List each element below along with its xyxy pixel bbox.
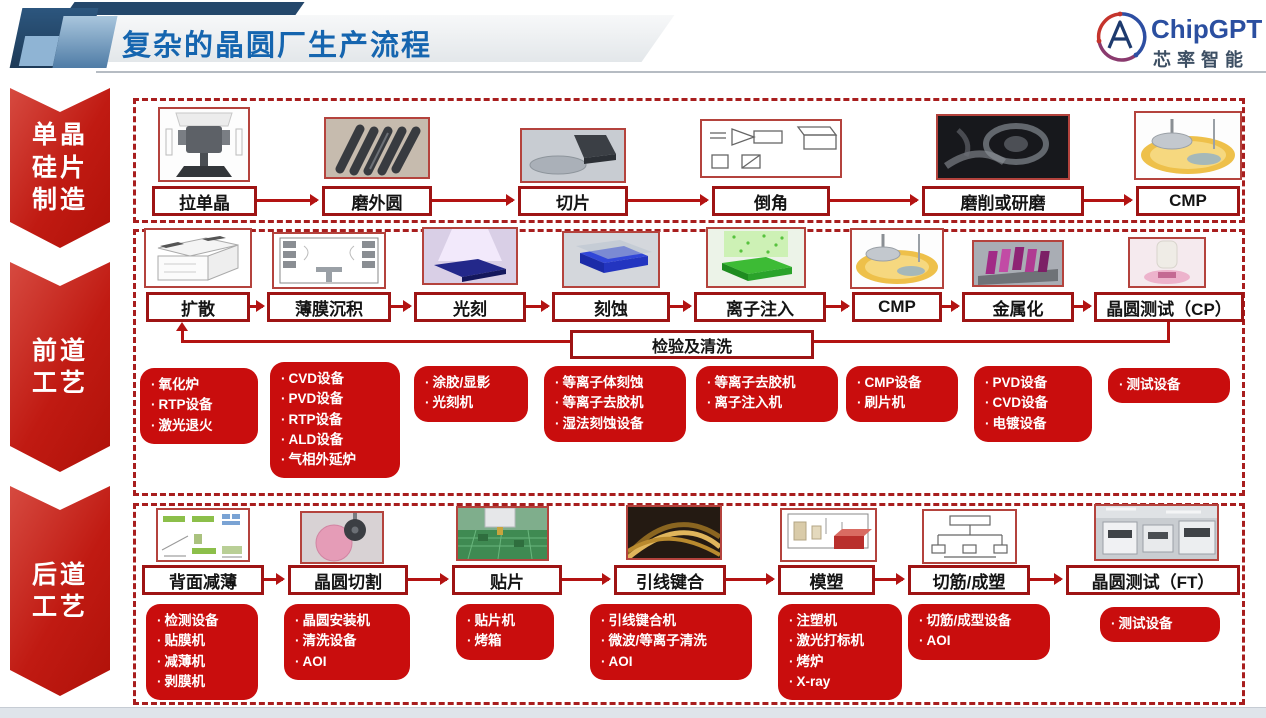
section-front-end	[133, 229, 1245, 496]
equipment-cp-test: 测试设备	[1108, 368, 1230, 404]
inspection-clean-box: 检验及清洗	[570, 330, 814, 359]
step-cmp-1: CMP	[1136, 186, 1240, 216]
flow-arrow	[432, 194, 515, 206]
step-ion-implantation: 离子注入	[694, 292, 826, 322]
flow-arrow	[391, 300, 412, 312]
step-wafer-dicing: 晶圆切割	[288, 565, 408, 595]
flow-arrow	[264, 573, 285, 585]
step-outer-grinding: 磨外圆	[322, 186, 432, 216]
flow-arrow	[1030, 573, 1063, 585]
step-grind-or-lap: 磨削或研磨	[922, 186, 1084, 216]
flow-arrow	[526, 300, 550, 312]
step-pull-single-crystal: 拉单晶	[152, 186, 257, 216]
flow-arrow	[250, 300, 265, 312]
step-etching: 刻蚀	[552, 292, 670, 322]
step-wafer-test-ft: 晶圆测试（FT）	[1066, 565, 1240, 595]
equipment-diffusion: 氧化炉 RTP设备 激光退火	[140, 368, 258, 444]
header-deco-navy-band	[65, 2, 305, 15]
flow-arrow	[875, 573, 905, 585]
equipment-lithography: 涂胶/显影 光刻机	[414, 366, 528, 422]
backgrind-diagram-image	[156, 508, 250, 562]
header-rule	[96, 71, 1266, 73]
flow-arrow	[257, 194, 319, 206]
ft-test-floor-image	[1094, 504, 1219, 561]
equipment-die-attach: 贴片机 烤箱	[456, 604, 554, 660]
flow-arrow	[830, 194, 919, 206]
equipment-cmp: CMP设备 刷片机	[846, 366, 958, 422]
step-diffusion: 扩散	[146, 292, 250, 322]
lapping-machine-image	[936, 114, 1070, 180]
crystal-puller-image	[158, 107, 250, 182]
loop-line-left	[181, 340, 570, 343]
etching-image	[562, 231, 660, 288]
wire-bonding-image	[626, 505, 722, 560]
lithography-image	[422, 227, 518, 285]
flow-arrow	[1084, 194, 1133, 206]
chipgpt-logo-icon	[1096, 11, 1147, 62]
brand-tagline: 芯率智能	[1153, 50, 1249, 70]
step-cmp-2: CMP	[852, 292, 942, 322]
step-die-attach: 贴片	[452, 565, 562, 595]
page-title: 复杂的晶圆厂生产流程	[122, 30, 433, 62]
stage-chevron-back-end: 后道 工艺	[10, 486, 110, 696]
equipment-dicing: 晶圆安装机 清洗设备 AOI	[284, 604, 410, 680]
bottom-edge-strip	[0, 707, 1266, 718]
diffusion-diagram-image	[144, 228, 252, 288]
ion-implant-image	[706, 227, 806, 288]
step-thin-film-deposition: 薄膜沉积	[267, 292, 391, 322]
equipment-trim-form: 切筋/成型设备 AOI	[908, 604, 1050, 660]
metallization-image	[972, 240, 1064, 287]
equipment-implant: 等离子去胶机 离子注入机	[696, 366, 838, 422]
equipment-wire-bonding: 引线键合机 微波/等离子清洗 AOI	[590, 604, 752, 680]
flow-arrow	[1074, 300, 1092, 312]
step-chamfer: 倒角	[712, 186, 830, 216]
flow-arrow	[942, 300, 960, 312]
section-back-end	[133, 503, 1245, 705]
loop-line-up	[181, 330, 184, 343]
loop-line-down	[1167, 322, 1170, 343]
die-attach-image	[456, 506, 549, 561]
flow-arrow	[670, 300, 692, 312]
flow-arrow	[726, 573, 775, 585]
header-deco-blue-block	[52, 16, 118, 68]
equipment-backgrinding: 检测设备 贴膜机 减薄机 剥膜机	[146, 604, 258, 700]
step-wafer-test-cp: 晶圆测试（CP）	[1094, 292, 1244, 322]
flow-arrow	[826, 300, 850, 312]
ingot-grinding-image	[324, 117, 430, 179]
loop-arrowhead-up	[176, 322, 188, 331]
step-trim-form: 切筋/成塑	[908, 565, 1030, 595]
wafer-slicing-image	[520, 128, 626, 183]
step-slicing: 切片	[518, 186, 628, 216]
equipment-molding: 注塑机 激光打标机 烤炉 X-ray	[778, 604, 902, 700]
molding-diagram-image	[780, 508, 877, 562]
chipgpt-logo: ChipGPT 芯率智能	[1093, 10, 1262, 72]
brand-name: ChipGPT	[1151, 14, 1263, 44]
flow-arrow	[408, 573, 449, 585]
stage-chevron-front-end: 前道 工艺	[10, 262, 110, 472]
equipment-deposition: CVD设备 PVD设备 RTP设备 ALD设备 气相外延炉	[270, 362, 400, 479]
equipment-etching: 等离子体刻蚀 等离子去胶机 湿法刻蚀设备	[544, 366, 686, 442]
edge-chamfer-diagram-image	[700, 119, 842, 178]
equipment-ft-test: 测试设备	[1100, 607, 1220, 643]
deposition-diagram-image	[272, 232, 386, 289]
loop-line-right	[814, 340, 1170, 343]
cp-probe-image	[1128, 237, 1206, 288]
stage-chevron-wafer-mfg: 单晶 硅片 制造	[10, 88, 110, 248]
section-wafer-manufacturing	[133, 98, 1245, 223]
flow-arrow	[628, 194, 709, 206]
flow-arrow	[562, 573, 611, 585]
step-wire-bonding: 引线键合	[614, 565, 726, 595]
cmp-polisher-image-2	[850, 228, 944, 289]
step-lithography: 光刻	[414, 292, 526, 322]
step-metallization: 金属化	[962, 292, 1074, 322]
step-backgrinding: 背面减薄	[142, 565, 264, 595]
equipment-metallization: PVD设备 CVD设备 电镀设备	[974, 366, 1092, 442]
step-molding: 模塑	[778, 565, 875, 595]
cmp-polisher-image	[1134, 111, 1242, 180]
trim-form-diagram-image	[922, 509, 1017, 564]
wafer-dicing-image	[300, 511, 384, 564]
header-deco-paleblue-block	[18, 36, 60, 66]
